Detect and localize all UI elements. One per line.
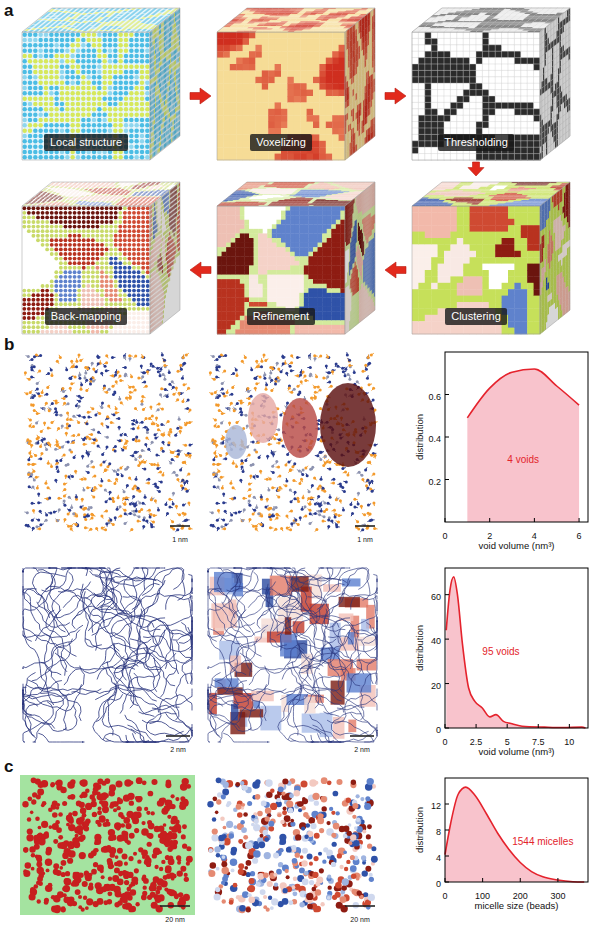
figure: Local structureVoxelizingThresholdingBac…	[0, 0, 600, 935]
